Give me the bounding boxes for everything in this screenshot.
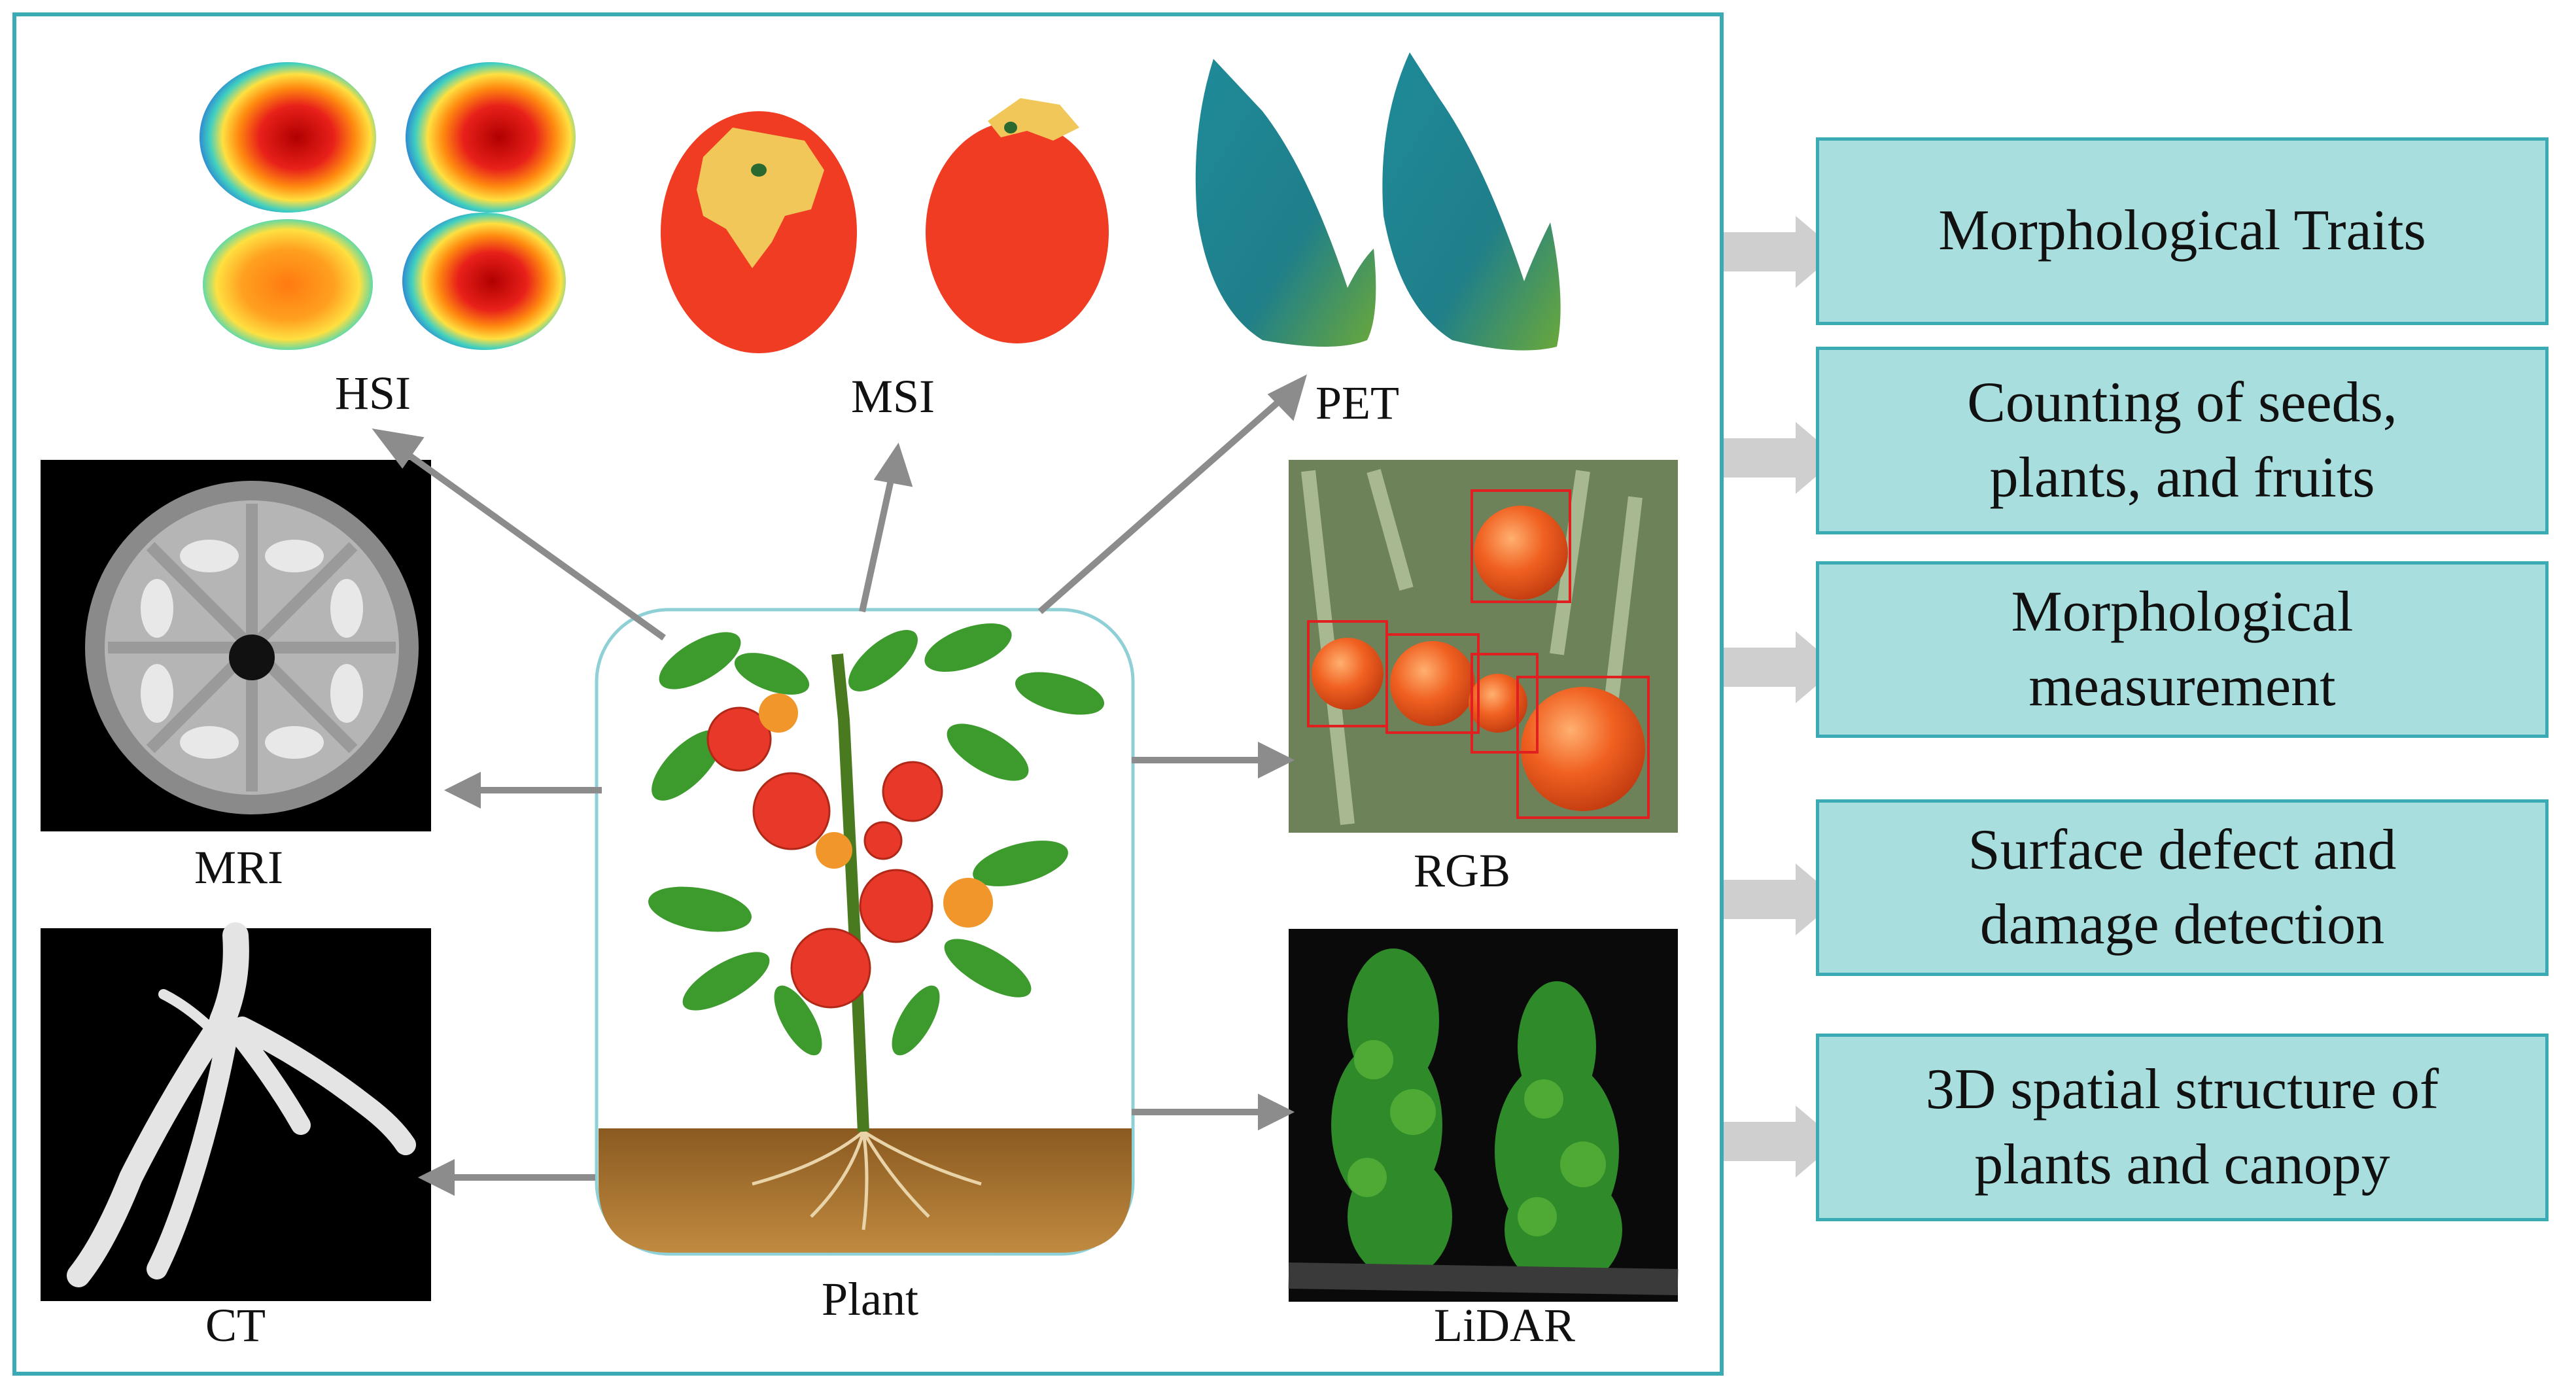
hsi-label: HSI xyxy=(334,367,411,419)
trait-arrow xyxy=(1724,422,1838,494)
trait-label: Morphological Traits xyxy=(1938,199,2426,263)
rgb-image xyxy=(1289,460,1678,833)
pet-label: PET xyxy=(1315,377,1399,429)
main-frame xyxy=(12,12,1724,1376)
trait-box-surface-defect: Surface defect and damage detection xyxy=(1816,799,2549,976)
plant-label: Plant xyxy=(821,1273,918,1325)
trait-arrow xyxy=(1724,216,1838,288)
mri-label: MRI xyxy=(194,841,284,894)
trait-label: Surface defect and damage detection xyxy=(1968,818,2397,956)
pet-image xyxy=(1195,52,1561,351)
rgb-label: RGB xyxy=(1413,844,1511,897)
ct-image xyxy=(41,922,431,1301)
msi-label: MSI xyxy=(850,370,935,423)
lidar-label: LiDAR xyxy=(1434,1299,1575,1351)
trait-label: 3D spatial structure of plants and canop… xyxy=(1925,1058,2439,1196)
msi-image xyxy=(661,98,1109,353)
plant-image xyxy=(595,608,1135,1256)
trait-box-3d-structure: 3D spatial structure of plants and canop… xyxy=(1816,1034,2549,1221)
trait-label: Counting of seeds, plants, and fruits xyxy=(1967,371,2397,510)
hsi-image xyxy=(200,62,576,350)
ct-label: CT xyxy=(205,1299,266,1351)
trait-arrow xyxy=(1724,1105,1838,1177)
trait-arrow xyxy=(1724,863,1838,935)
trait-box-morphological-measurement: Morphological measurement xyxy=(1816,561,2549,738)
sensor-arrows xyxy=(372,374,1307,1196)
trait-box-morphological-traits: Morphological Traits xyxy=(1816,137,2549,325)
mri-image xyxy=(41,460,431,831)
trait-box-counting: Counting of seeds, plants, and fruits xyxy=(1816,347,2549,534)
lidar-image xyxy=(1288,929,1679,1302)
trait-arrow xyxy=(1724,631,1838,703)
trait-label: Morphological measurement xyxy=(2011,580,2354,718)
